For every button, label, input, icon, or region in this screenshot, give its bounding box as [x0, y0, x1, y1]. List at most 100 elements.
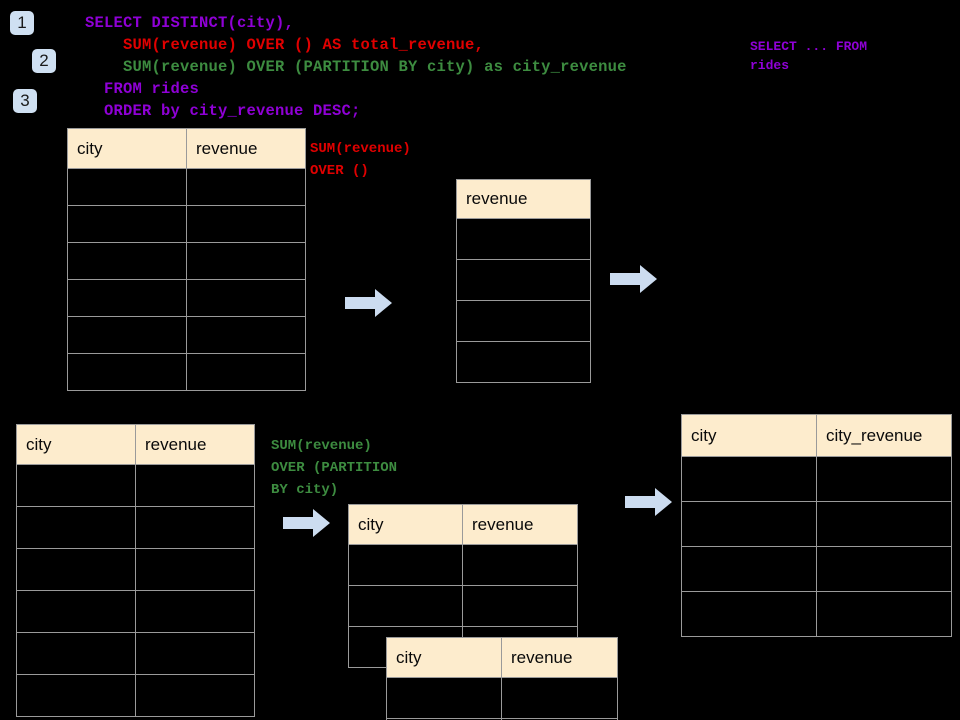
sql-line-select-distinct: SELECT DISTINCT(city), — [85, 14, 295, 32]
table-row — [67, 353, 306, 391]
table-cell — [186, 242, 306, 280]
column-header-city: city — [681, 414, 817, 457]
table-cell — [16, 674, 136, 717]
table-cell — [386, 677, 502, 719]
table-cell — [681, 501, 817, 547]
table-cell — [16, 464, 136, 507]
table-header-row: revenue — [456, 179, 591, 219]
table-cell — [135, 506, 255, 549]
sql-line-from: FROM rides — [85, 80, 200, 98]
table-final-result: city city_revenue — [681, 414, 952, 637]
step-badge-1: 1 — [10, 11, 34, 35]
arrow-source-to-total — [345, 288, 393, 318]
table-cell — [186, 353, 306, 391]
table-row — [681, 456, 952, 502]
table-cell — [16, 590, 136, 633]
table-cell — [456, 259, 591, 301]
arrow-partition-to-final — [625, 487, 673, 517]
table-cell — [456, 300, 591, 342]
table-cell — [67, 316, 187, 354]
arrow-total-to-final — [610, 264, 658, 294]
table-cell — [816, 591, 952, 637]
table-row — [348, 585, 578, 627]
table-row — [16, 590, 255, 633]
table-cell — [16, 632, 136, 675]
column-header-city: city — [386, 637, 502, 678]
table-cell — [456, 341, 591, 383]
table-cell — [816, 546, 952, 592]
table-cell — [501, 718, 618, 720]
table-row — [456, 300, 591, 342]
table-cell — [681, 546, 817, 592]
table-row — [348, 544, 578, 586]
table-row — [67, 279, 306, 317]
table-header-row: city revenue — [386, 637, 618, 678]
table-header-row: city revenue — [67, 128, 306, 169]
table-cell — [16, 548, 136, 591]
table-row — [16, 674, 255, 717]
arrow-source2-to-partition — [283, 508, 331, 538]
table-cell — [135, 464, 255, 507]
table-row — [681, 591, 952, 637]
table-partition-front: city revenue — [386, 637, 618, 720]
table-cell — [462, 585, 578, 627]
table-cell — [186, 316, 306, 354]
table-row — [16, 506, 255, 549]
table-row — [16, 548, 255, 591]
column-header-city: city — [16, 424, 136, 465]
table-cell — [456, 218, 591, 260]
table-header-row: city revenue — [348, 504, 578, 545]
table-row — [67, 242, 306, 280]
table-row — [456, 341, 591, 383]
table-rides-source: city revenue — [67, 128, 306, 391]
table-header-row: city revenue — [16, 424, 255, 465]
table-cell — [135, 548, 255, 591]
column-header-city: city — [67, 128, 187, 169]
column-header-revenue: revenue — [462, 504, 578, 545]
table-row — [681, 501, 952, 547]
table-row — [386, 677, 618, 719]
table-cell — [816, 501, 952, 547]
table-cell — [501, 677, 618, 719]
column-header-revenue: revenue — [135, 424, 255, 465]
column-header-city-revenue: city_revenue — [816, 414, 952, 457]
table-cell — [816, 456, 952, 502]
table-cell — [67, 168, 187, 206]
table-cell — [16, 506, 136, 549]
table-cell — [348, 585, 463, 627]
table-row — [67, 168, 306, 206]
table-cell — [681, 456, 817, 502]
table-row — [386, 718, 618, 720]
table-cell — [135, 632, 255, 675]
column-header-revenue: revenue — [186, 128, 306, 169]
step-badge-2: 2 — [32, 49, 56, 73]
table-row — [456, 218, 591, 260]
table-cell — [67, 205, 187, 243]
table-row — [16, 632, 255, 675]
table-cell — [681, 591, 817, 637]
table-total-revenue: revenue — [456, 179, 591, 383]
table-cell — [462, 544, 578, 586]
sql-line-order-by: ORDER by city_revenue DESC; — [85, 102, 361, 120]
table-cell — [348, 544, 463, 586]
step-badge-3: 3 — [13, 89, 37, 113]
table-row — [67, 316, 306, 354]
table-row — [456, 259, 591, 301]
table-row — [67, 205, 306, 243]
annotation-select-from-rides: SELECT ... FROM rides — [750, 39, 868, 73]
table-cell — [135, 590, 255, 633]
table-cell — [186, 205, 306, 243]
annotation-sum-over-empty: SUM(revenue) OVER () — [310, 141, 411, 179]
column-header-revenue: revenue — [456, 179, 591, 219]
table-cell — [186, 279, 306, 317]
table-header-row: city city_revenue — [681, 414, 952, 457]
table-cell — [186, 168, 306, 206]
table-cell — [67, 353, 187, 391]
table-cell — [135, 674, 255, 717]
column-header-revenue: revenue — [501, 637, 618, 678]
table-cell — [67, 242, 187, 280]
table-cell — [67, 279, 187, 317]
table-row — [681, 546, 952, 592]
sql-line-city-revenue: SUM(revenue) OVER (PARTITION BY city) as… — [85, 58, 627, 76]
